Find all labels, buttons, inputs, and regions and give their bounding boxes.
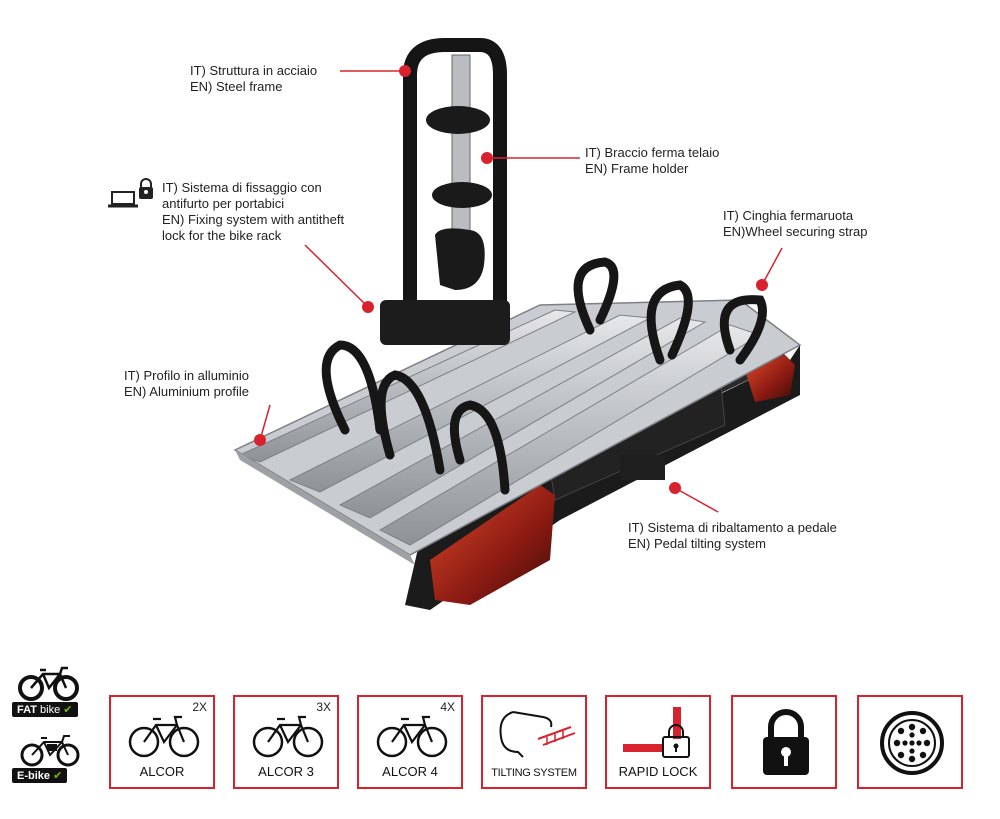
feature-alcor-3-count: 3X xyxy=(316,700,331,714)
feature-alcor-3-caption: ALCOR 3 xyxy=(258,764,314,779)
feature-alcor-4: 4X ALCOR 4 xyxy=(357,695,463,789)
13-pin-socket-icon xyxy=(880,711,944,775)
e-bike-icon xyxy=(20,735,80,767)
callout-aluminium-profile-it: IT) Profilo in alluminio xyxy=(124,368,249,383)
check-icon: ✔ xyxy=(63,704,73,716)
fat-bike-word2: bike xyxy=(40,704,61,716)
feature-tilting-system: TILTING SYSTEM xyxy=(481,695,587,789)
tilting-icon xyxy=(499,711,576,758)
bicycle-icon xyxy=(252,715,324,758)
feature-13-pin-socket xyxy=(857,695,963,789)
callout-fixing-system-en1: EN) Fixing system with antitheft xyxy=(162,212,345,227)
frame-holder-upper xyxy=(426,106,490,134)
callout-dot-pedal-tilting xyxy=(669,482,681,494)
callout-frame-holder: IT) Braccio ferma telaio EN) Frame holde… xyxy=(585,145,719,177)
frame-holder-lower xyxy=(432,182,492,208)
feature-alcor-4-caption: ALCOR 4 xyxy=(382,764,438,779)
callout-dot-fixing-system xyxy=(362,301,374,313)
fat-bike-icon xyxy=(18,666,79,701)
callout-wheel-strap-it: IT) Cinghia fermaruota xyxy=(723,208,854,223)
wheel-straps xyxy=(321,257,767,495)
callout-dot-steel-frame xyxy=(399,65,411,77)
callout-fixing-system-it2: antifurto per portabici xyxy=(162,196,285,211)
rapid-lock-icon xyxy=(623,707,690,758)
callout-wheel-strap-en: EN)Wheel securing strap xyxy=(723,224,868,239)
feature-padlock xyxy=(731,695,837,789)
callout-dot-wheel-strap xyxy=(756,279,768,291)
feature-alcor-caption: ALCOR xyxy=(139,764,185,779)
callout-fixing-system-it1: IT) Sistema di fissaggio con xyxy=(162,180,322,195)
feature-tilting-system-caption: TILTING SYSTEM xyxy=(491,767,577,779)
callout-aluminium-profile-en: EN) Aluminium profile xyxy=(124,384,249,399)
feature-alcor: 2X ALCOR xyxy=(109,695,215,789)
callout-frame-holder-en: EN) Frame holder xyxy=(585,161,689,176)
callout-fixing-system-en2: lock for the bike rack xyxy=(162,228,282,243)
e-bike-label: E-bike xyxy=(17,770,51,782)
fixing-lock-block xyxy=(380,300,510,345)
left-taillight xyxy=(430,485,555,605)
callout-frame-holder-it: IT) Braccio ferma telaio xyxy=(585,145,720,160)
fat-bike-badge: FAT bike ✔ xyxy=(12,702,78,717)
padlock-icon xyxy=(763,709,809,775)
bicycle-icon xyxy=(128,715,200,758)
e-bike-badge: E-bike ✔ xyxy=(12,768,68,783)
feature-alcor-4-count: 4X xyxy=(440,700,455,714)
callout-pedal-tilting: IT) Sistema di ribaltamento a pedale EN)… xyxy=(628,520,837,552)
feature-rapid-lock: RAPID LOCK xyxy=(605,695,711,789)
callout-dot-frame-holder xyxy=(481,152,493,164)
callout-fixing-system: IT) Sistema di fissaggio con antifurto p… xyxy=(162,180,344,244)
callout-pedal-tilting-it: IT) Sistema di ribaltamento a pedale xyxy=(628,520,837,535)
bike-rack-illustration xyxy=(233,38,802,610)
callout-wheel-strap: IT) Cinghia fermaruota EN)Wheel securing… xyxy=(723,208,868,240)
callout-aluminium-profile: IT) Profilo in alluminio EN) Aluminium p… xyxy=(124,368,249,400)
callout-pedal-tilting-en: EN) Pedal tilting system xyxy=(628,536,766,551)
feature-alcor-count: 2X xyxy=(192,700,207,714)
callout-dot-aluminium-profile xyxy=(254,434,266,446)
callout-steel-frame: IT) Struttura in acciaio EN) Steel frame xyxy=(190,63,317,95)
callout-steel-frame-en: EN) Steel frame xyxy=(190,79,283,94)
feature-alcor-3: 3X ALCOR 3 xyxy=(233,695,339,789)
callout-steel-frame-it: IT) Struttura in acciaio xyxy=(190,63,318,78)
lock-bike-rack-icon xyxy=(108,178,153,208)
steel-frame-upright xyxy=(403,38,507,340)
feature-rapid-lock-caption: RAPID LOCK xyxy=(618,764,698,779)
fat-bike-word1: FAT xyxy=(17,704,37,716)
check-icon: ✔ xyxy=(53,770,63,782)
bicycle-icon xyxy=(376,715,448,758)
